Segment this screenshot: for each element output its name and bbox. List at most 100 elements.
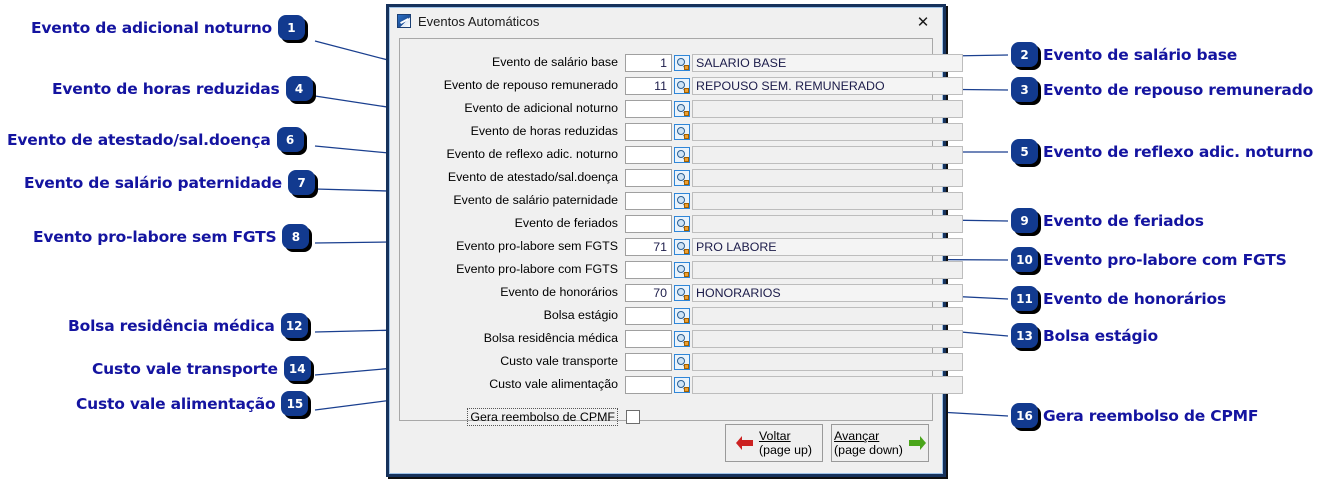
back-button[interactable]: Voltar (page up) (725, 424, 823, 462)
magnifier-lens (677, 310, 685, 319)
field-label: Evento de feriados (514, 216, 618, 230)
callout-right-5: 5 Evento de reflexo adic. noturno (1011, 139, 1313, 164)
lookup-search-icon[interactable] (674, 215, 690, 232)
field-label: Evento de reflexo adic. noturno (446, 147, 618, 161)
field-description (692, 329, 963, 348)
field-description (692, 168, 963, 187)
lookup-search-icon[interactable] (674, 146, 690, 163)
lookup-search-icon[interactable] (674, 77, 690, 94)
callout-label: Bolsa residência médica (68, 316, 275, 335)
field-label: Evento pro-labore sem FGTS (456, 239, 618, 253)
lookup-search-icon[interactable] (674, 169, 690, 186)
callout-label: Evento de salário paternidade (24, 173, 282, 192)
field-label: Evento de salário paternidade (453, 193, 618, 207)
field-description: PRO LABORE (692, 237, 963, 256)
magnifier-lens (677, 80, 685, 89)
pencil-badge-icon (684, 202, 689, 208)
field-code-input[interactable]: 71 (625, 237, 672, 256)
callout-left-8: Evento pro-labore sem FGTS 8 (33, 224, 310, 249)
callout-right-16: 16 Gera reembolso de CPMF (1011, 403, 1258, 428)
pencil-badge-icon (684, 386, 689, 392)
lookup-search-icon[interactable] (674, 123, 690, 140)
lookup-search-icon[interactable] (674, 330, 690, 347)
title-bar: Eventos Automáticos ✕ (390, 8, 942, 34)
callout-badge: 5 (1011, 139, 1038, 164)
callout-left-15: Custo vale alimentação 15 (76, 391, 309, 416)
lookup-search-icon[interactable] (674, 307, 690, 324)
form-row: Custo vale alimentação (400, 375, 963, 394)
field-label: Custo vale alimentação (489, 377, 618, 391)
field-code-input[interactable] (625, 375, 672, 394)
callout-badge: 9 (1011, 208, 1038, 233)
field-code-input[interactable] (625, 168, 672, 187)
lookup-search-icon[interactable] (674, 284, 690, 301)
pencil-badge-icon (684, 248, 689, 254)
forward-button-line1: Avançar (834, 429, 880, 443)
callout-badge: 12 (280, 313, 308, 338)
pencil-badge-icon (684, 271, 689, 277)
field-code-input[interactable] (625, 145, 672, 164)
field-code-input[interactable]: 11 (625, 76, 672, 95)
close-icon[interactable]: ✕ (916, 14, 930, 31)
form-row: Evento de horas reduzidas (400, 122, 963, 141)
magnifier-lens (677, 241, 685, 250)
lookup-search-icon[interactable] (674, 54, 690, 71)
callout-label: Bolsa estágio (1043, 326, 1158, 345)
field-label: Evento de repouso remunerado (443, 78, 618, 92)
callout-right-11: 11 Evento de honorários (1011, 286, 1226, 311)
pencil-badge-icon (684, 133, 689, 139)
lookup-search-icon[interactable] (674, 376, 690, 393)
field-label: Evento de horas reduzidas (470, 124, 618, 138)
magnifier-lens (677, 356, 685, 365)
pencil-badge-icon (684, 294, 689, 300)
callout-left-12: Bolsa residência médica 12 (68, 313, 308, 338)
field-code-input[interactable] (625, 329, 672, 348)
pencil-badge-icon (684, 317, 689, 323)
field-code-input[interactable] (625, 122, 672, 141)
callout-label: Evento de salário base (1043, 45, 1238, 64)
field-code-input[interactable] (625, 191, 672, 210)
magnifier-lens (677, 218, 685, 227)
callout-right-10: 10 Evento pro-labore com FGTS (1011, 247, 1287, 272)
lookup-search-icon[interactable] (674, 192, 690, 209)
callout-badge: 6 (276, 127, 304, 152)
field-description (692, 375, 963, 394)
field-description (692, 191, 963, 210)
field-code-input[interactable] (625, 306, 672, 325)
field-description (692, 145, 963, 164)
field-code-input[interactable]: 70 (625, 283, 672, 302)
callout-left-7: Evento de salário paternidade 7 (24, 170, 315, 195)
field-code-input[interactable] (625, 214, 672, 233)
callout-badge: 1 (277, 15, 305, 40)
callout-right-2: 2 Evento de salário base (1011, 42, 1237, 67)
cpmf-checkbox[interactable] (626, 409, 640, 424)
lookup-search-icon[interactable] (674, 261, 690, 278)
callout-label: Evento de feriados (1043, 211, 1204, 230)
field-description (692, 352, 963, 371)
lookup-search-icon[interactable] (674, 100, 690, 117)
dialog-window: Eventos Automáticos ✕ Evento de salário … (386, 4, 963, 477)
callout-badge: 11 (1011, 286, 1038, 311)
callout-right-3: 3 Evento de repouso remunerado (1011, 77, 1313, 102)
field-code-input[interactable]: 1 (625, 53, 672, 72)
callout-badge: 8 (282, 224, 310, 249)
field-code-input[interactable] (625, 352, 672, 371)
lookup-search-icon[interactable] (674, 238, 690, 255)
field-description (692, 99, 963, 118)
field-code-input[interactable] (625, 260, 672, 279)
forward-button[interactable]: Avançar (page down) (831, 424, 929, 462)
form-row: Custo vale transporte (400, 352, 963, 371)
back-button-label: Voltar (page up) (759, 429, 812, 457)
magnifier-lens (677, 126, 685, 135)
callout-label: Custo vale transporte (92, 359, 278, 378)
lookup-search-icon[interactable] (674, 353, 690, 370)
forward-button-label: Avançar (page down) (834, 429, 903, 457)
callout-left-4: Evento de horas reduzidas 4 (52, 76, 313, 101)
field-code-input[interactable] (625, 99, 672, 118)
form-row: Evento de reflexo adic. noturno (400, 145, 963, 164)
form-row: Bolsa residência médica (400, 329, 963, 348)
callout-label: Evento de atestado/sal.doença (7, 130, 271, 149)
callout-badge: 16 (1011, 403, 1038, 428)
